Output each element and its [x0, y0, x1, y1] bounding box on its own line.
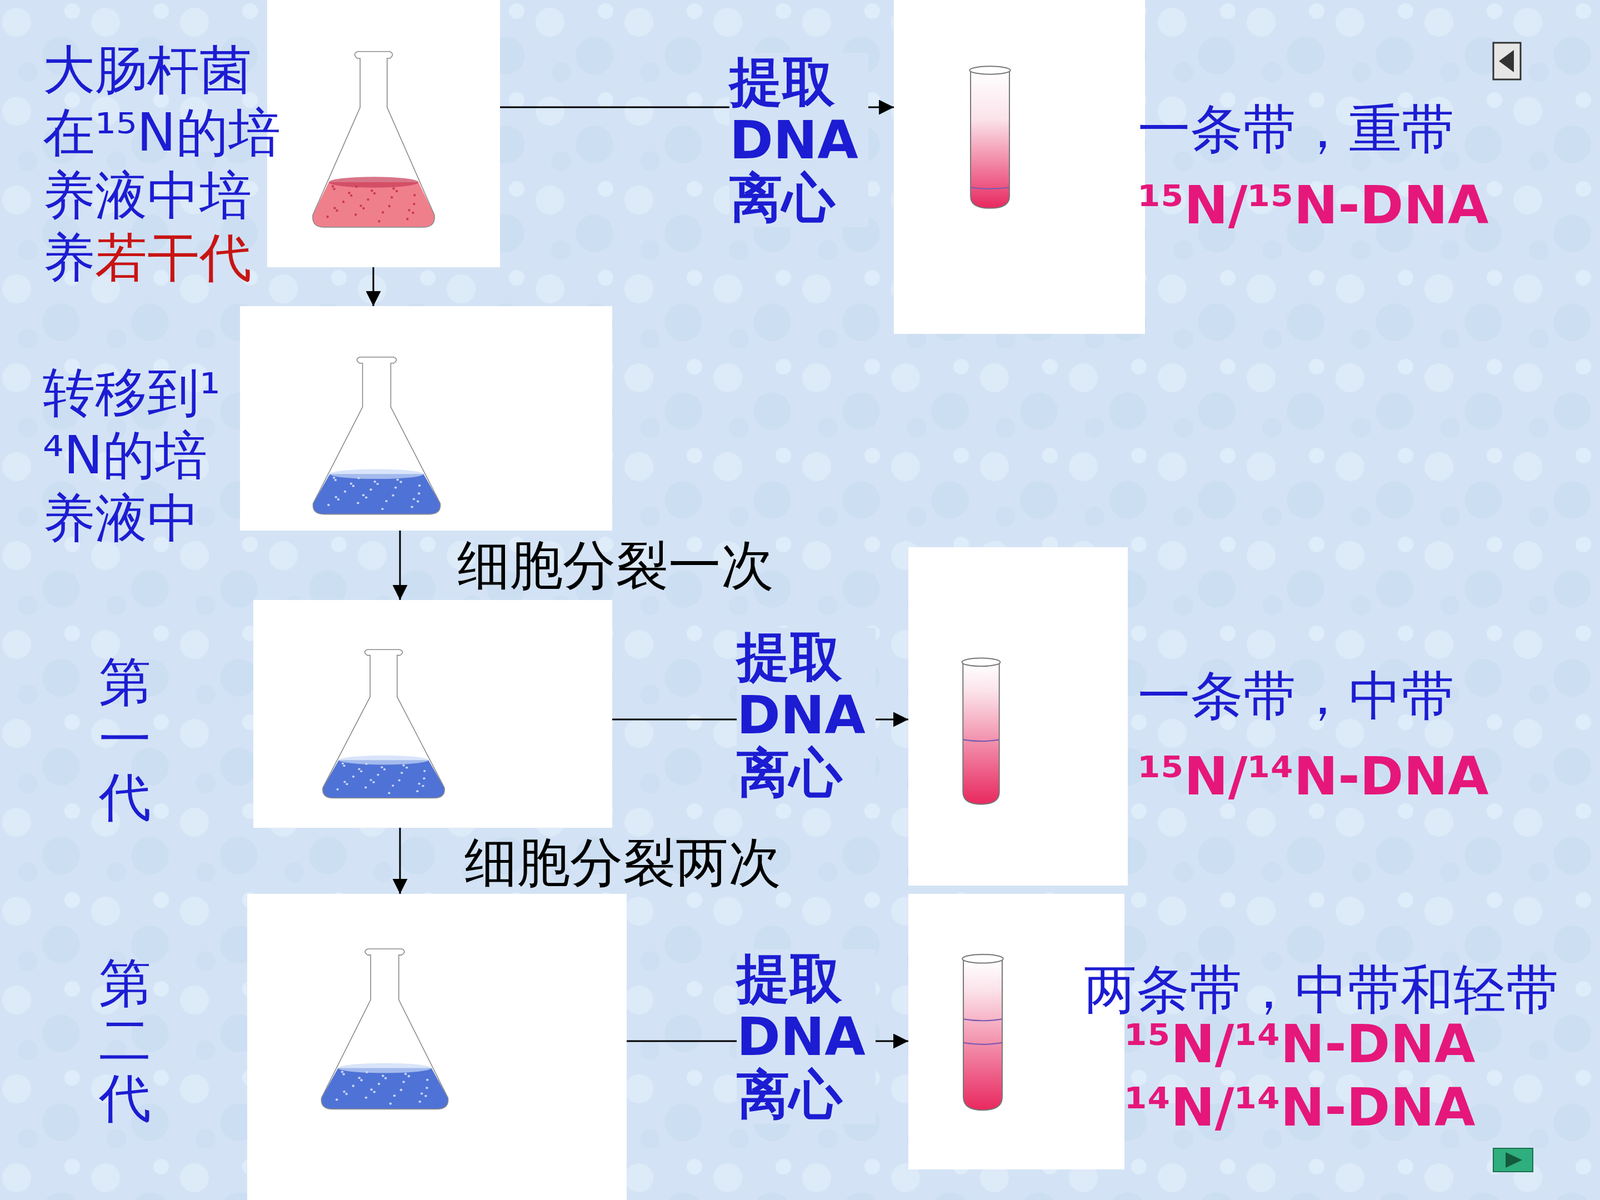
text-block: 一条带，重带	[1137, 97, 1455, 161]
division-label: 细胞分裂一次	[457, 536, 774, 595]
flask-illustration	[316, 645, 452, 807]
text-block: ¹⁵N/¹⁵N-DNA	[1137, 173, 1489, 237]
text-block: 两条带，中带和轻带	[1083, 957, 1559, 1022]
procedure-label: 提取 DNA 离心	[729, 52, 869, 228]
text-block: ¹⁵N/¹⁴N-DNA	[1124, 1012, 1475, 1076]
stage-text: 两条带，中带和轻带	[1083, 958, 1559, 1020]
text-block: 一条带，中带	[1137, 663, 1455, 728]
dna-label: ¹⁵N/¹⁴N-DNA	[1124, 1013, 1475, 1075]
back-button	[1493, 42, 1521, 80]
result-tube-panel: 一条带，中带¹⁵N/¹⁴N-DNA	[908, 547, 1128, 886]
result-tube-panel: 一条带，重带¹⁵N/¹⁵N-DNA	[893, 0, 1145, 334]
text-block: ¹⁴N/¹⁴N-DNA	[1124, 1075, 1475, 1139]
flask-illustration	[306, 46, 442, 237]
highlight-text: 若干代	[95, 227, 252, 288]
procedure-label: 提取 DNA 离心	[736, 627, 876, 803]
stage-text: 第一代	[98, 651, 152, 828]
culture-flask-panel: 大肠杆菌在¹⁵N的培养液中培养若干代	[267, 0, 500, 268]
text-block: 大肠杆菌在¹⁵N的培养液中培养若干代	[42, 38, 293, 290]
division-label: 细胞分裂两次	[464, 833, 782, 892]
result-tube-panel: 两条带，中带和轻带¹⁵N/¹⁴N-DNA¹⁴N/¹⁴N-DNA	[908, 893, 1125, 1170]
culture-flask-panel: 第一代	[253, 600, 613, 828]
centrifuge-tube	[957, 951, 1009, 1115]
stage-text: 转移到¹⁴N的培养液中	[42, 362, 221, 549]
dna-label: ¹⁵N/¹⁴N-DNA	[1137, 745, 1489, 807]
flask-illustration	[306, 352, 448, 523]
procedure-label: 提取 DNA 离心	[736, 949, 876, 1124]
process-arrow	[399, 530, 402, 600]
process-arrow	[399, 827, 402, 894]
stage-text: 一条带，重带	[1137, 98, 1455, 160]
culture-flask-panel: 第二代	[247, 893, 627, 1200]
flask-illustration	[314, 943, 455, 1118]
stage-text: 一条带，中带	[1137, 665, 1455, 727]
centrifuge-tube	[957, 655, 1005, 809]
text-block: 转移到¹⁴N的培养液中	[42, 361, 238, 550]
next-button	[1493, 1148, 1533, 1172]
culture-flask-panel: 转移到¹⁴N的培养液中	[240, 306, 613, 531]
text-block: 第二代	[98, 954, 152, 1127]
centrifuge-tube	[964, 63, 1016, 213]
dna-label: ¹⁵N/¹⁵N-DNA	[1137, 174, 1489, 236]
stage-text: 第二代	[98, 952, 152, 1129]
dna-label: ¹⁴N/¹⁴N-DNA	[1124, 1076, 1475, 1138]
process-arrow	[372, 267, 375, 307]
text-block: ¹⁵N/¹⁴N-DNA	[1137, 744, 1489, 808]
text-block: 第一代	[98, 653, 152, 826]
